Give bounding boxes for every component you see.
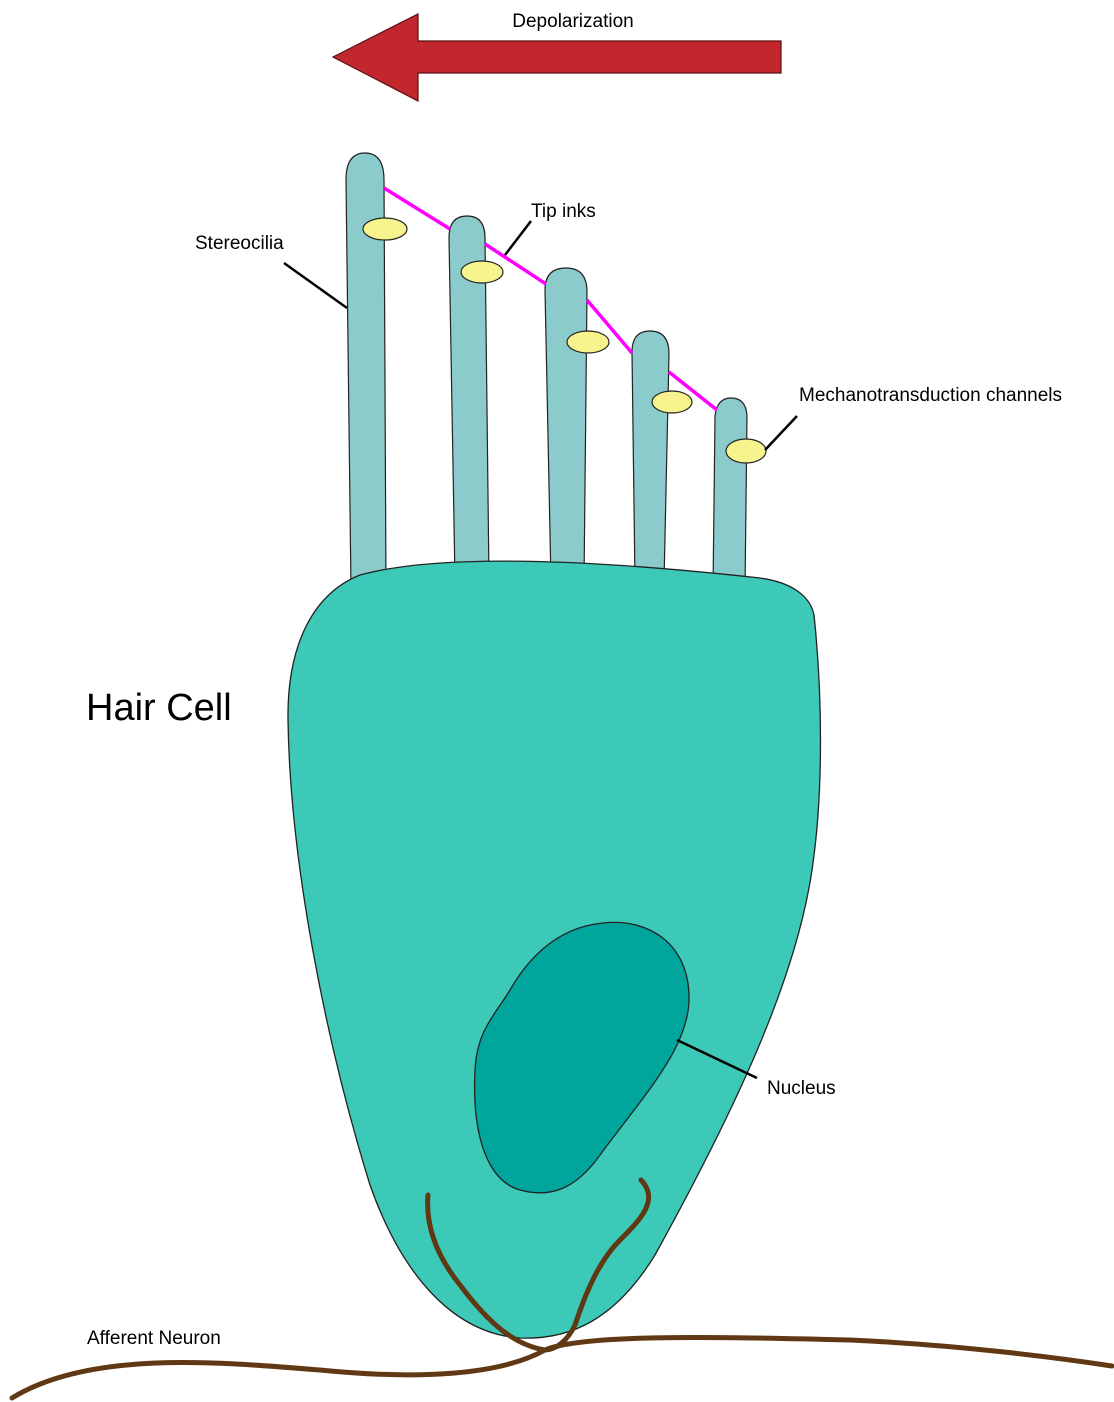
tip-links-leader bbox=[505, 221, 531, 255]
channel-1 bbox=[363, 218, 407, 240]
afferent-neuron-label: Afferent Neuron bbox=[87, 1328, 221, 1349]
stereocilium-3 bbox=[545, 268, 587, 582]
stereocilium-4 bbox=[632, 331, 669, 582]
nucleus-label: Nucleus bbox=[767, 1078, 836, 1099]
stereocilia-label: Stereocilia bbox=[195, 233, 284, 254]
channel-5 bbox=[726, 439, 766, 463]
depolarization-label: Depolarization bbox=[512, 11, 633, 32]
channel-2 bbox=[461, 261, 503, 283]
hair-cell-label: Hair Cell bbox=[86, 687, 232, 729]
stereocilium-5 bbox=[713, 398, 747, 590]
channel-4 bbox=[652, 391, 692, 413]
tip-links-label: Tip inks bbox=[531, 201, 596, 222]
channels-leader bbox=[765, 416, 797, 450]
mechanotransduction-channels-label: Mechanotransduction channels bbox=[799, 385, 1062, 406]
channel-3 bbox=[567, 331, 609, 353]
stereocilia-leader bbox=[284, 263, 347, 308]
